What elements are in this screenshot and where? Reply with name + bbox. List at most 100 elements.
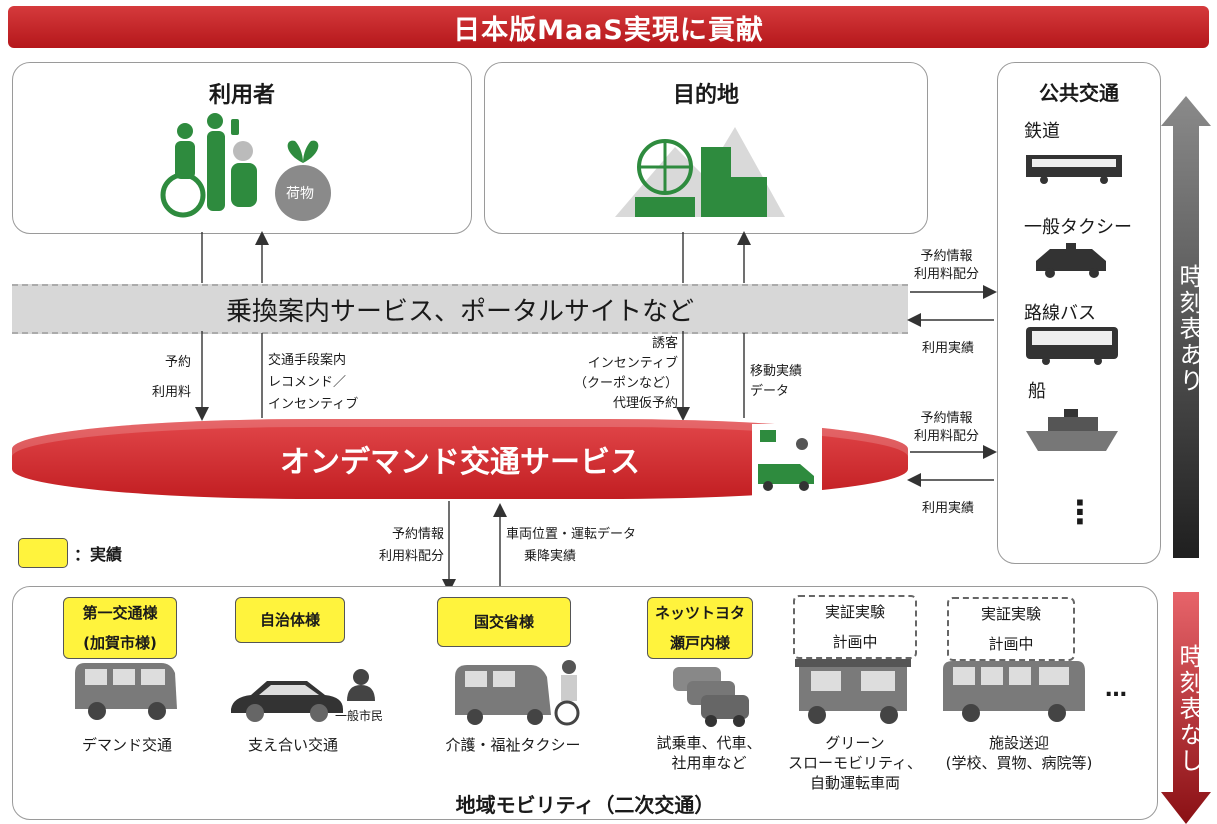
public-mid-out-label: 予約情報 利用料配分 [914, 410, 979, 446]
flow-record-line1: 移動実績 [750, 364, 803, 379]
public-top-out-line2: 利用料配分 [914, 267, 980, 282]
region-up-label: 車両位置・運転データ 乗降実績 [506, 524, 636, 568]
citizen-person-icon [347, 669, 375, 701]
flow-record-line2: データ [750, 384, 790, 399]
caption-welfare: 介護・福祉タクシー [423, 735, 603, 755]
city-ferris-wheel-icon [615, 127, 785, 217]
flow-induce-line4: 代理仮予約 [612, 396, 678, 411]
region-box-trial-1: 実証実験 計画中 [793, 595, 917, 659]
general-citizen-label: 一般市民 [335, 709, 384, 723]
flow-reserve-label: 予約 利用料 [152, 352, 191, 404]
welfare-taxi-icon [455, 660, 580, 726]
mode-train-label: 鉄道 [1024, 121, 1060, 142]
baggage-bag-icon [275, 140, 331, 221]
region-box-trial-2: 実証実験 計画中 [947, 597, 1075, 661]
bus-icon [1026, 327, 1118, 365]
timetable-no-arrow [1161, 592, 1211, 824]
public-transport-panel: 公共交通 鉄道 一般タクシー 路線バス 船 ⋮ [997, 62, 1161, 564]
public-mid-out-line2: 利用料配分 [914, 429, 980, 444]
slow-mobility-cart-icon [795, 659, 911, 724]
region-box-mlit: 国交省様 [437, 597, 571, 647]
region-box-trial-1-line2: 計画中 [832, 633, 878, 651]
caption-green-slow: グリーン スローモビリティ、 自動運転車両 [785, 733, 925, 793]
flow-record-label: 移動実績 データ [750, 362, 802, 402]
ship-icon [1026, 409, 1118, 451]
destination-title: 目的地 [672, 83, 739, 108]
region-box-trial-1-line1: 実証実験 [824, 603, 885, 621]
flow-recommend-label: 交通手段案内 レコメンド／ インセンティブ [268, 350, 358, 416]
timetable-yes-arrow [1161, 96, 1211, 558]
region-up-line2: 乗降実績 [524, 549, 577, 564]
region-box-mlit-line1: 国交省様 [473, 613, 534, 631]
caption-testdrive-line2: 社用車など [671, 754, 747, 772]
microbus-icon [943, 661, 1085, 722]
timetable-no-label: 時刻表なし [1175, 644, 1203, 774]
mode-ship-label: 船 [1028, 381, 1046, 402]
caption-support: 支え合い交通 [223, 735, 363, 755]
region-up-line1: 車両位置・運転データ [506, 527, 637, 542]
multiple-cars-icon [673, 667, 749, 727]
caption-facility: 施設送迎 (学校、買物、病院等) [927, 733, 1111, 773]
caption-testdrive: 試乗車、代車、 社用車など [649, 733, 769, 773]
public-mid-in-label: 利用実績 [922, 501, 975, 516]
flow-induce-line1: 誘客 [651, 336, 678, 351]
region-down-line1: 予約情報 [391, 527, 444, 542]
transfer-service-bar: 乗換案内サービス、ポータルサイトなど [12, 284, 908, 334]
region-box-netz: ネッツトヨタ 瀬戸内様 [647, 597, 753, 659]
caption-welfare-line1: 介護・福祉タクシー [445, 736, 581, 754]
flow-induce-line3: （クーポンなど） [573, 376, 678, 391]
region-box-netz-line2: 瀬戸内様 [669, 634, 730, 652]
region-title: 地域モビリティ（二次交通） [455, 793, 715, 817]
region-box-netz-line1: ネッツトヨタ [654, 604, 745, 622]
public-mid-out-line1: 予約情報 [920, 411, 973, 426]
region-down-label: 予約情報 利用料配分 [360, 524, 444, 568]
train-icon [1026, 155, 1122, 184]
flow-recommend-line1: 交通手段案内 [268, 353, 347, 368]
region-box-trial-2-line1: 実証実験 [980, 605, 1041, 623]
region-box-daiichi-line2: (加賀市様) [83, 634, 157, 652]
caption-demand-line1: デマンド交通 [81, 736, 172, 754]
public-top-out-label: 予約情報 利用料配分 [914, 248, 979, 284]
mode-bus-label: 路線バス [1024, 303, 1096, 324]
flow-induce-line2: インセンティブ [587, 356, 678, 371]
public-top-out-line1: 予約情報 [920, 249, 973, 264]
flow-induce-label: 誘客 インセンティブ （クーポンなど） 代理仮予約 [560, 334, 678, 414]
region-box-trial-2-line2: 計画中 [988, 635, 1034, 653]
caption-demand: デマンド交通 [57, 735, 197, 755]
region-box-daiichi-line1: 第一交通様 [82, 604, 158, 622]
region-box-municipality: 自治体様 [235, 597, 345, 643]
caption-facility-line1: 施設送迎 [988, 734, 1049, 752]
destination-panel: 目的地 [484, 62, 928, 234]
caption-testdrive-line1: 試乗車、代車、 [656, 734, 762, 752]
public-transport-title: 公共交通 [1039, 81, 1119, 105]
top-banner: 日本版MaaS実現に貢献 [8, 6, 1209, 48]
legend-label: ：実績 [74, 545, 123, 564]
flow-recommend-line2: レコメンド／ [268, 375, 347, 390]
users-title: 利用者 [208, 83, 275, 108]
caption-green-slow-line3: 自動運転車両 [809, 774, 900, 792]
region-panel: 第一交通様 (加賀市様) 自治体様 国交省様 ネッツトヨタ 瀬戸内様 実証実験 … [12, 586, 1158, 820]
more-modes-ellipsis: ⋮ [1064, 493, 1096, 531]
ondemand-vehicle-icon [752, 424, 822, 498]
region-more-ellipsis: … [1105, 677, 1127, 702]
mode-taxi-label: 一般タクシー [1024, 217, 1132, 238]
caption-support-line1: 支え合い交通 [247, 736, 338, 754]
region-box-daiichi: 第一交通様 (加賀市様) [63, 597, 177, 659]
flow-reserve-line1: 予約 [165, 355, 192, 370]
public-top-in-label: 利用実績 [922, 341, 975, 356]
caption-green-slow-line2: スローモビリティ、 [787, 754, 923, 772]
users-panel: 利用者 荷物 [12, 62, 472, 234]
demand-van-icon [75, 663, 177, 720]
caption-green-slow-line1: グリーン [825, 734, 885, 752]
region-box-municipality-line1: 自治体様 [259, 611, 320, 629]
sedan-car-icon [231, 681, 343, 722]
timetable-yes-label: 時刻表あり [1175, 264, 1203, 394]
region-down-line2: 利用料配分 [378, 549, 444, 564]
flow-reserve-line2: 利用料 [152, 385, 192, 400]
flow-recommend-line3: インセンティブ [268, 397, 359, 412]
taxi-icon [1036, 243, 1106, 278]
legend: ：実績 [18, 538, 122, 568]
legend-yellow-swatch [18, 538, 68, 568]
wheelchair-people-icon [160, 113, 257, 218]
